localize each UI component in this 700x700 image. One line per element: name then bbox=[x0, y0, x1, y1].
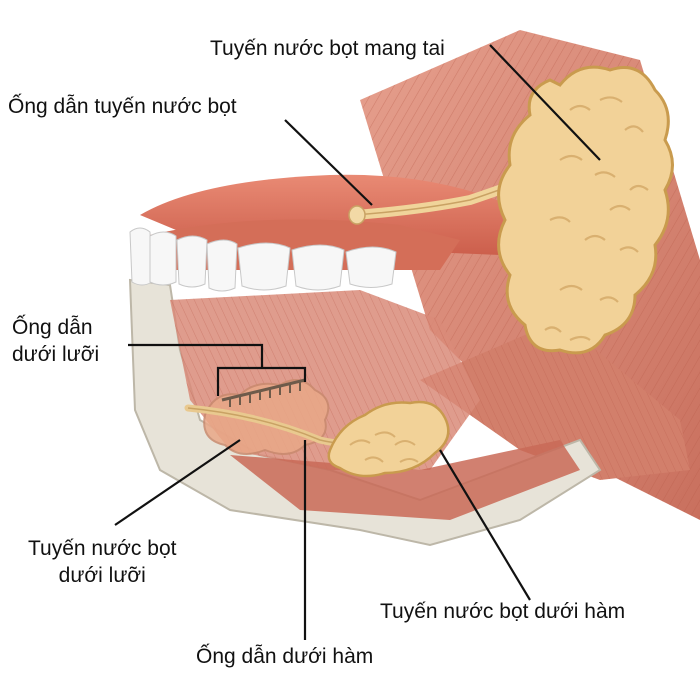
leader-line-sublingual-duct bbox=[128, 343, 264, 368]
label-sublingual-duct-line2: dưới lưỡi bbox=[12, 343, 100, 366]
leader-lines bbox=[114, 44, 601, 640]
label-submandibular-gland: Tuyến nước bọt dưới hàm bbox=[380, 600, 626, 623]
label-submandibular-duct: Ống dẫn dưới hàm bbox=[196, 645, 374, 668]
leader-line-submandibular-gland bbox=[439, 449, 531, 601]
label-sublingual-duct: Ống dẫn dưới lưỡi bbox=[12, 314, 99, 368]
leader-line-salivary-duct bbox=[284, 119, 373, 206]
sublingual-ducts-shape bbox=[221, 378, 306, 407]
label-sublingual-duct-line1: Ống dẫn bbox=[12, 316, 93, 339]
label-sublingual-gland-line1: Tuyến nước bọt bbox=[28, 537, 177, 560]
leader-line-sublingual-duct-branch bbox=[216, 366, 307, 396]
label-sublingual-gland: Tuyến nước bọt dưới lưỡi bbox=[28, 535, 176, 589]
sublingual-gland-shape bbox=[203, 379, 330, 455]
leader-line-sublingual-gland bbox=[114, 439, 241, 526]
parotid-gland-shape bbox=[497, 65, 674, 355]
label-parotid-gland: Tuyến nước bọt mang tai bbox=[210, 37, 445, 60]
label-salivary-duct: Ống dẫn tuyến nước bọt bbox=[8, 95, 237, 118]
upper-teeth bbox=[129, 227, 397, 292]
label-sublingual-gland-line2: dưới lưỡi bbox=[58, 564, 146, 587]
leader-line-parotid-gland bbox=[489, 44, 601, 161]
submandibular-gland-shape bbox=[327, 400, 450, 478]
